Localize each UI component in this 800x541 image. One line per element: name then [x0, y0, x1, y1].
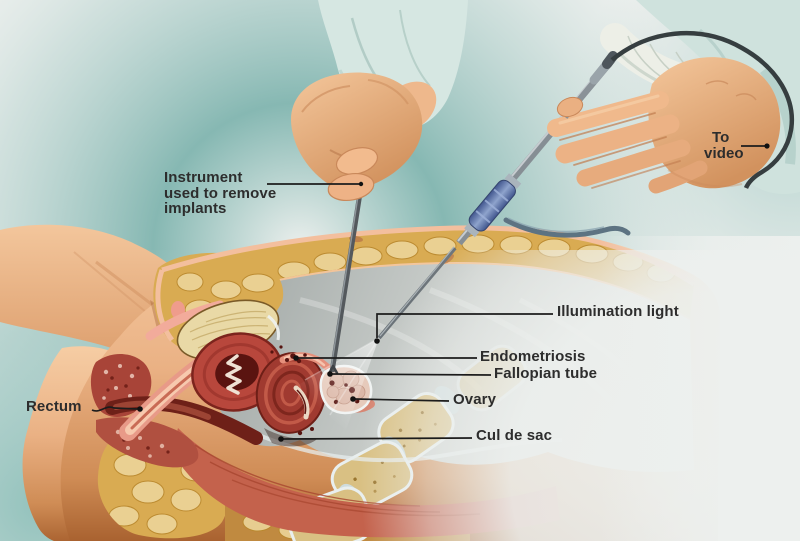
left-thumb	[327, 172, 375, 202]
light-cable-port	[503, 217, 631, 238]
index-finger	[547, 91, 669, 137]
label-cul-de-sac: Cul de sac	[476, 427, 553, 444]
right-thumb-tip	[556, 96, 584, 118]
scope-connector	[464, 173, 522, 238]
left-index-fingertip	[335, 147, 379, 175]
leader-ovary	[354, 398, 450, 402]
label-fallopian-tube: Fallopian tube	[494, 365, 598, 382]
label-illumination-light: Illumination light	[557, 303, 679, 320]
pinky-finger	[648, 160, 708, 194]
cul-de-sac-pocket	[264, 427, 318, 447]
leader-rectum	[91, 406, 139, 412]
video-cable	[610, 31, 795, 189]
middle-finger	[555, 114, 680, 164]
label-ovary: Ovary	[453, 391, 497, 408]
fade-overlay	[360, 236, 800, 541]
leader-illumination	[376, 313, 553, 338]
label-rectum: Rectum	[26, 398, 82, 415]
label-endometriosis: Endometriosis	[480, 348, 586, 365]
leader-fallopian	[331, 373, 492, 376]
label-to-video: To video	[704, 129, 744, 162]
left-hand	[291, 72, 437, 202]
leader-cul-de-sac	[282, 437, 473, 440]
ring-finger	[576, 139, 691, 187]
leader-lines	[91, 143, 770, 442]
label-instrument: Instrument used to remove implants	[164, 169, 277, 217]
right-hand	[547, 57, 781, 194]
light-beam	[293, 338, 379, 430]
